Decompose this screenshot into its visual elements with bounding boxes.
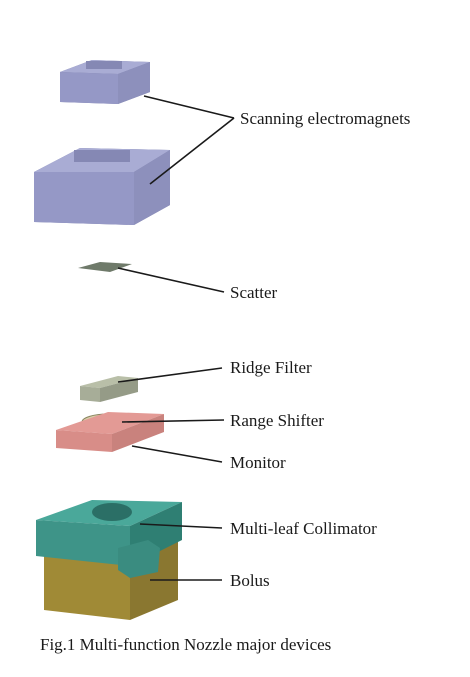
label-multi-leaf-collimator: Multi-leaf Collimator xyxy=(230,519,377,538)
monitor-plate xyxy=(56,412,164,452)
label-scatter: Scatter xyxy=(230,283,278,302)
label-scanning-electromagnets: Scanning electromagnets xyxy=(240,109,410,128)
upper-scanning-electromagnet xyxy=(60,60,150,104)
lower-scanning-electromagnet xyxy=(34,148,170,225)
leader-lines xyxy=(117,95,235,581)
ridge-filter-block xyxy=(80,376,138,402)
multi-leaf-collimator-block xyxy=(36,500,182,578)
label-bolus: Bolus xyxy=(230,571,270,590)
label-range-shifter: Range Shifter xyxy=(230,411,324,430)
scatter-plate xyxy=(78,262,132,272)
label-ridge-filter: Ridge Filter xyxy=(230,358,312,377)
figure-caption: Fig.1 Multi-function Nozzle major device… xyxy=(40,635,331,654)
label-monitor: Monitor xyxy=(230,453,286,472)
